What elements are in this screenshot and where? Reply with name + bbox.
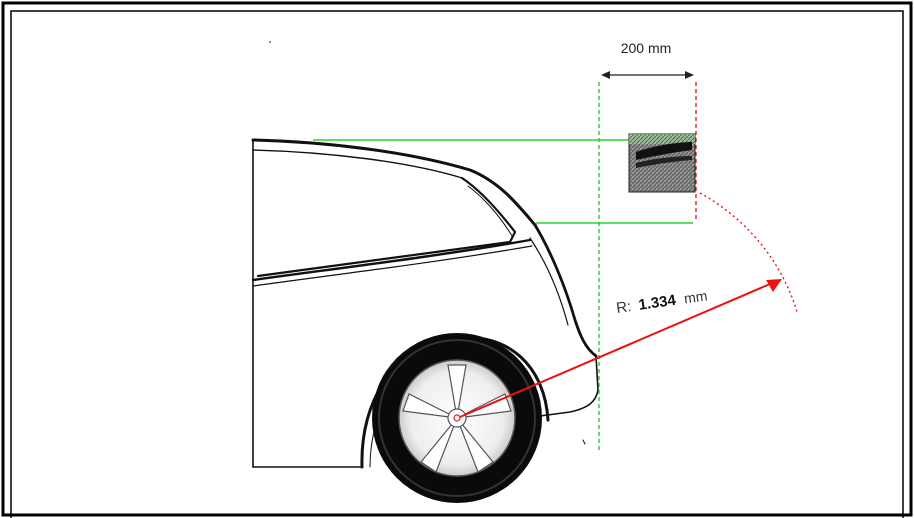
- roof-inner-line: [252, 149, 463, 179]
- width-dimension: 200 mm: [601, 40, 694, 79]
- width-dimension-label: 200 mm: [621, 40, 672, 56]
- warning-panel: [628, 133, 696, 193]
- rear-window-inner: [467, 185, 513, 237]
- sweep-arc: [699, 192, 798, 313]
- radius-value: 1.334: [637, 292, 677, 314]
- radius-prefix: R:: [615, 298, 632, 317]
- rear-bumper: [539, 355, 599, 417]
- tire-tread-ring: [378, 339, 536, 497]
- tail-profile-inner: [529, 237, 569, 326]
- shoulder-line: [251, 238, 532, 282]
- shoulder-line-lower: [252, 245, 533, 287]
- radius-arrow: [459, 279, 782, 418]
- rear-window: [256, 176, 517, 278]
- stray-dot: [269, 41, 271, 43]
- radius-label: R: 1.334 mm: [615, 287, 708, 317]
- hub-center: [453, 414, 461, 422]
- rear-wheel: [372, 333, 542, 503]
- roof-line: [251, 138, 537, 227]
- bumper-mark: [582, 439, 586, 445]
- radius-unit: mm: [683, 287, 708, 306]
- svg-text:R: 1.334 mm: R: 1.334 mm: [615, 287, 708, 317]
- tail-profile: [533, 223, 598, 358]
